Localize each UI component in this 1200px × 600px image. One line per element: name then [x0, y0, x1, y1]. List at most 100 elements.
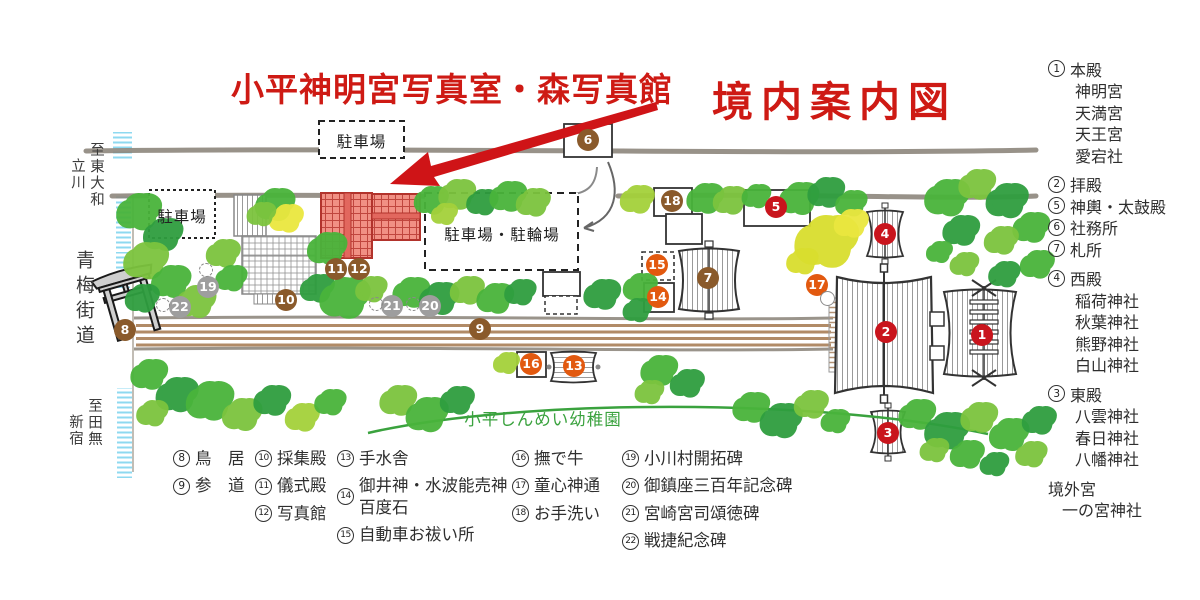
dashed-circle	[406, 297, 420, 311]
street-dest-north-2: 立川	[69, 158, 85, 191]
map-marker-18: 18	[661, 190, 683, 212]
legend-item: 22 戦捷紀念碑	[622, 530, 793, 551]
legend-item: 神明宮	[1048, 80, 1200, 101]
east-hall-cap-bottom	[884, 455, 892, 462]
map-marker-22: 22	[169, 296, 191, 318]
tree-icon	[948, 215, 976, 243]
tree-icon	[290, 403, 316, 429]
map-marker-15: 15	[646, 254, 668, 276]
map-marker-6: 6	[577, 129, 599, 151]
map-marker-12: 12	[348, 258, 370, 280]
legend-label: 稲荷神社	[1075, 291, 1140, 311]
tree-icon	[791, 248, 815, 272]
kindergarten-label: 小平しんめい幼稚園	[464, 410, 622, 429]
tree-icon	[954, 252, 976, 274]
legend-item: 天満宮	[1048, 101, 1200, 123]
tree-icon	[930, 241, 950, 261]
tree-icon	[989, 226, 1015, 252]
tree-icon	[157, 265, 187, 295]
legend-label: 自動車お祓い所	[359, 525, 475, 545]
legend-item: 春日神社	[1048, 426, 1200, 448]
legend-item: 一の宮神社	[1048, 499, 1200, 520]
legend-label: 愛宕社	[1075, 146, 1124, 166]
tree-icon	[445, 386, 471, 412]
tree-icon	[497, 352, 517, 372]
map-marker-3: 3	[877, 422, 899, 444]
tree-icon	[966, 402, 994, 430]
legend-item: 八雲神社	[1048, 405, 1200, 427]
photo-studio-ridge-horizontal	[371, 212, 421, 220]
legend-item: 愛宕社	[1048, 144, 1200, 166]
legend-number-badge: 22	[622, 532, 639, 550]
tree-icon	[259, 385, 287, 413]
legend-label: 鳥 居	[195, 449, 245, 468]
tree-icon	[1027, 406, 1053, 432]
corridor-connector-bottom	[929, 345, 945, 361]
haiden-ridge-cap-top	[879, 263, 889, 273]
tree-icon	[123, 193, 157, 227]
tree-icon	[130, 242, 164, 276]
legend-number-badge: 8	[173, 450, 190, 468]
legend-number-badge: 18	[512, 505, 529, 523]
tree-icon	[313, 232, 343, 262]
tree-icon	[495, 181, 523, 209]
tree-icon	[412, 397, 444, 429]
temizusha-knob-right	[595, 364, 601, 370]
parking-left-label: 駐車場	[157, 208, 207, 226]
legend-label: 撫で牛	[534, 449, 584, 468]
tree-icon	[718, 186, 744, 212]
legend-number-badge: 12	[255, 505, 272, 523]
dashed-circle	[199, 263, 213, 277]
tree-icon	[746, 184, 768, 206]
tree-icon	[193, 381, 229, 417]
legend-label: 境外宮	[1048, 479, 1097, 499]
legend-item: 熊野神社	[1048, 332, 1200, 354]
tree-icon	[251, 202, 273, 224]
legend-item: 境外宮	[1048, 477, 1200, 499]
tree-icon	[589, 279, 617, 307]
tree-icon	[305, 274, 331, 300]
tree-icon	[785, 182, 815, 212]
legend-number-badge: 13	[337, 450, 354, 468]
tree-icon	[274, 204, 300, 230]
legend-item: 9 参 道	[173, 475, 245, 496]
haiden-ridge-cap-bottom	[879, 394, 889, 404]
tree-icon	[327, 277, 365, 315]
tree-icon	[1018, 212, 1046, 240]
midokoro-dashed-box	[544, 295, 578, 315]
west-hall-cap-top	[881, 202, 889, 209]
legend-label: 八雲神社	[1075, 407, 1140, 427]
parking-top-label: 駐車場	[336, 133, 387, 151]
tree-icon	[799, 390, 825, 416]
tree-icon	[471, 189, 495, 213]
legend-number-badge: 6	[1048, 218, 1065, 236]
photo-studio-ridge-vertical	[343, 192, 352, 259]
map-marker-11: 11	[325, 258, 347, 280]
legend-item: 天王宮	[1048, 123, 1200, 145]
legend-label: 天王宮	[1075, 125, 1124, 145]
legend-label: 童心神通	[534, 476, 600, 496]
legend-label: 本殿	[1070, 60, 1103, 80]
map-marker-9: 9	[469, 318, 491, 340]
legend-number-badge: 20	[622, 477, 639, 495]
tree-icon	[646, 355, 674, 383]
legend-number-badge: 9	[173, 477, 190, 495]
legend-label: 参 道	[195, 476, 245, 496]
road-line-upper	[83, 147, 1039, 155]
tree-icon	[825, 409, 847, 431]
map-marker-20: 20	[419, 295, 441, 317]
tree-icon	[319, 389, 343, 413]
legend-label: 戦捷紀念碑	[644, 531, 727, 551]
